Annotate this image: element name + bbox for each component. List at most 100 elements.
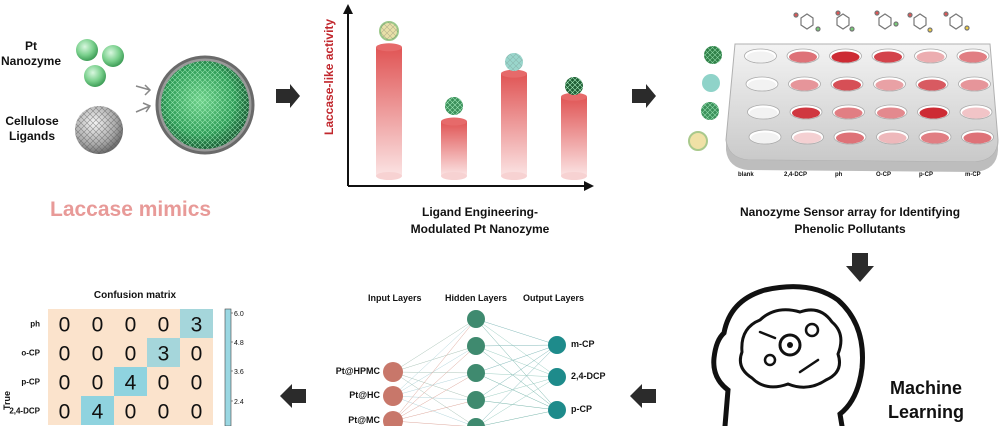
- input-label: Pt@MC: [348, 415, 380, 425]
- cell-value: 0: [92, 314, 104, 337]
- plate-well: [786, 48, 820, 64]
- cell-value: 3: [158, 343, 170, 366]
- plate-well: [791, 129, 824, 145]
- cell-value: 0: [59, 372, 71, 395]
- ligand-engineering-caption: Ligand Engineering- Modulated Pt Nanozym…: [410, 205, 550, 236]
- cell-value: 0: [59, 343, 71, 366]
- plate-well: [956, 48, 990, 64]
- plate-well: [833, 129, 867, 145]
- cell-value: 0: [191, 401, 203, 424]
- matrix-cell: [147, 367, 180, 396]
- plate-well: [830, 76, 864, 92]
- matrix-cell: [81, 338, 114, 367]
- cell-value: 3: [191, 314, 203, 337]
- matrix-cell: [114, 309, 147, 338]
- row-label: o-CP: [21, 349, 40, 358]
- column-label: O-CP: [876, 172, 891, 178]
- small-arrows: [135, 84, 152, 113]
- plate-column-labels: blank 2,4-DCP ph O-CP p-CP m-CP: [725, 172, 1000, 184]
- matrix-cell: [81, 309, 114, 338]
- y-axis-label: Laccase-like activity: [322, 19, 336, 135]
- cell-value: 0: [125, 401, 137, 424]
- input-label: Pt@HC: [349, 390, 380, 400]
- matrix-cell: [147, 309, 180, 338]
- plate-well: [918, 129, 952, 145]
- matrix-cell: [48, 396, 81, 425]
- matrix-cell: [114, 367, 147, 396]
- input-layers-header: Input Layers: [368, 293, 422, 303]
- cell-value: 0: [191, 343, 203, 366]
- matrix-cell: [180, 367, 213, 396]
- arrow-left-2: [280, 384, 306, 408]
- hidden-layers-header: Hidden Layers: [445, 293, 508, 303]
- nanozyme-probe-spheres: [688, 46, 722, 151]
- cell-value: 0: [125, 343, 137, 366]
- matrix-cell: [180, 338, 213, 367]
- arrow-right-2: [632, 84, 656, 108]
- laccase-bar-chart: Laccase-like activity: [322, 4, 594, 191]
- cell-value: 0: [191, 372, 203, 395]
- arrow-left-1: [630, 384, 656, 408]
- plate-well: [873, 76, 906, 92]
- colorbar-tick: 3.6: [234, 369, 244, 376]
- bar: [501, 69, 527, 180]
- matrix-cell: [81, 396, 114, 425]
- sensor-array-plate: [725, 43, 999, 172]
- laccase-mimics-title: Laccase mimics: [50, 198, 212, 221]
- cell-value: 0: [59, 314, 71, 337]
- column-label: 2,4-DCP: [784, 172, 808, 178]
- column-label: ph: [835, 172, 843, 178]
- bar: [561, 92, 587, 180]
- pt-cellulose-composite: [155, 55, 255, 155]
- cell-value: 0: [59, 401, 71, 424]
- colorbar-tick: 2.4: [234, 399, 244, 406]
- output-label: m-CP: [571, 339, 595, 349]
- cell-value: 4: [125, 372, 137, 395]
- plate-well: [871, 48, 905, 64]
- output-nodes: [548, 336, 566, 419]
- brain-head-icon: [711, 284, 865, 426]
- input-nodes: [383, 362, 403, 426]
- hidden-nodes: [467, 310, 485, 426]
- plate-well: [748, 129, 782, 145]
- bar: [441, 117, 467, 180]
- bar: [376, 43, 402, 180]
- plate-well: [958, 76, 991, 92]
- plate-well: [961, 129, 994, 145]
- confusion-matrix-title: Confusion matrix: [93, 290, 177, 301]
- cellulose-ligands-label: Cellulose Ligands: [5, 114, 59, 143]
- pt-nanozyme-spheres: [76, 39, 124, 87]
- cell-value: 0: [92, 372, 104, 395]
- plate-well: [959, 104, 993, 120]
- column-label: m-CP: [965, 172, 981, 178]
- plate-well: [829, 48, 862, 64]
- plate-well: [788, 76, 821, 92]
- matrix-cell: [147, 338, 180, 367]
- plate-well: [745, 76, 779, 92]
- plate-well: [832, 104, 865, 120]
- cellulose-ligand-sphere: [75, 106, 123, 154]
- plate-well: [917, 104, 950, 120]
- matrix-cell: [81, 367, 114, 396]
- neural-network: [383, 310, 566, 426]
- matrix-cell: [180, 309, 213, 338]
- bar-marker-spheres: [379, 21, 583, 115]
- cell-value: 4: [92, 401, 104, 424]
- plate-well: [914, 48, 947, 64]
- plate-well: [744, 48, 777, 64]
- molecule-structures: [793, 10, 970, 33]
- colorbar: [225, 309, 231, 426]
- arrow-down: [846, 253, 874, 282]
- output-layers-header: Output Layers: [523, 293, 585, 303]
- colorbar-tick: 4.8: [234, 340, 244, 347]
- cell-value: 0: [158, 314, 170, 337]
- row-label: p-CP: [21, 378, 40, 387]
- matrix-cell: [180, 396, 213, 425]
- matrix-cell: [114, 338, 147, 367]
- cell-value: 0: [92, 343, 104, 366]
- matrix-cell: [48, 367, 81, 396]
- true-axis-label: True: [2, 391, 12, 410]
- column-label: p-CP: [919, 172, 933, 178]
- input-label: Pt@HPMC: [335, 366, 380, 376]
